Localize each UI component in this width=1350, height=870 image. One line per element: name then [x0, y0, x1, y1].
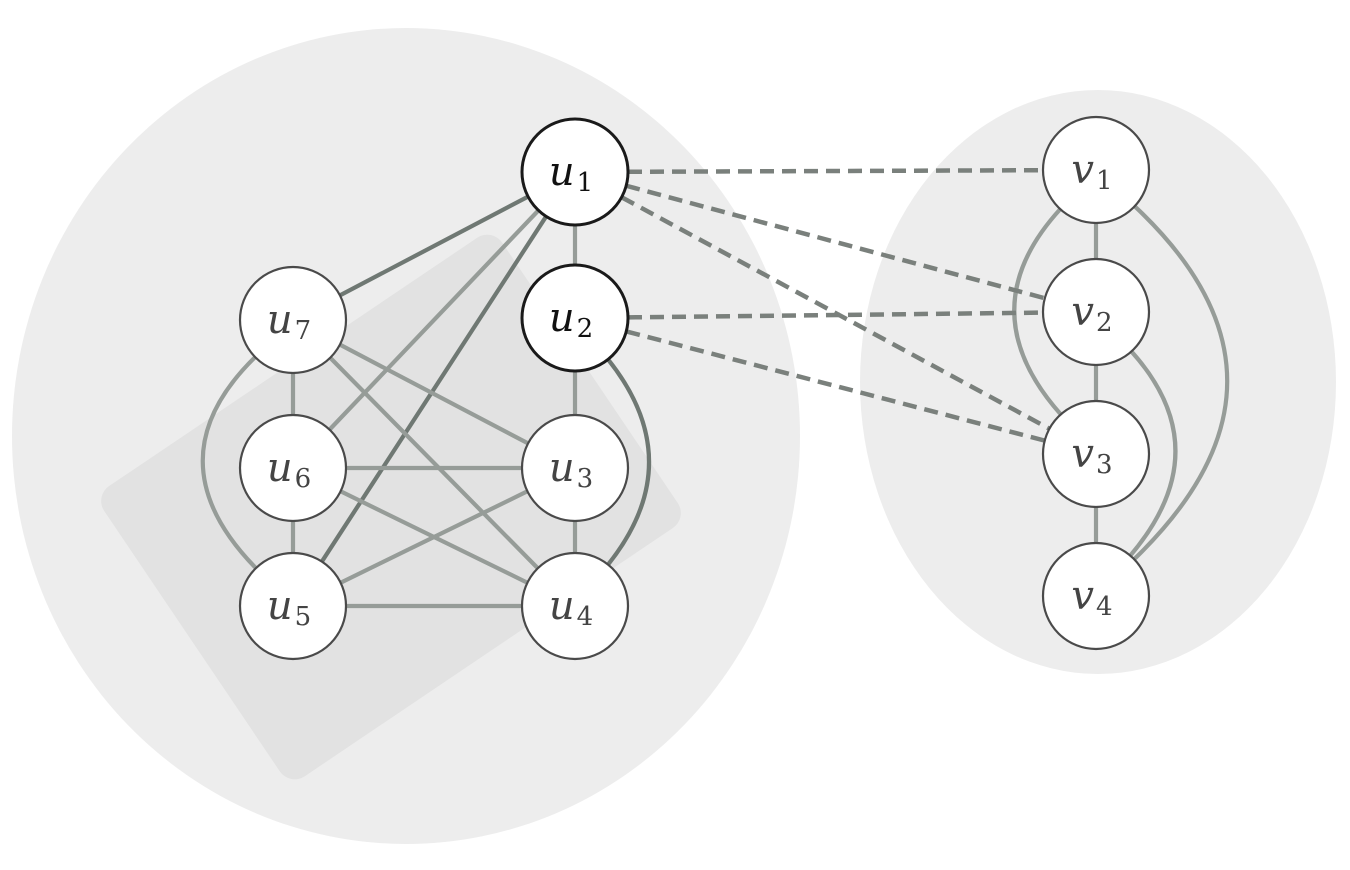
- node-label-base: u: [267, 445, 293, 491]
- node-circle-v3: [1041, 399, 1151, 509]
- node-label-u4: u4: [549, 583, 593, 632]
- node-circle-v1: [1041, 115, 1151, 225]
- edge-u7-u3: [338, 342, 530, 446]
- node-v2: v2: [1041, 257, 1151, 367]
- edge-u7-u4: [328, 356, 540, 570]
- node-circle-u3: [520, 413, 630, 523]
- edge-u1-u7: [338, 194, 530, 298]
- node-circle-u7: [238, 265, 348, 375]
- node-circle-u2: [520, 263, 630, 373]
- node-u5: u5: [238, 551, 348, 661]
- node-label-base: v: [1071, 431, 1094, 477]
- node-label-base: v: [1071, 289, 1094, 335]
- node-label-subscript: 5: [295, 602, 312, 632]
- node-label-u2: u2: [549, 295, 593, 344]
- node-label-v3: v3: [1071, 431, 1112, 480]
- node-label-u7: u7: [267, 297, 311, 346]
- node-label-v2: v2: [1071, 289, 1112, 338]
- node-circle-v2: [1041, 257, 1151, 367]
- edge-v1-v4: [1132, 204, 1230, 561]
- node-v3: v3: [1041, 399, 1151, 509]
- u-subgraph-region: [101, 234, 681, 780]
- node-label-subscript: 3: [1096, 450, 1113, 480]
- node-circle-v4: [1041, 541, 1151, 651]
- node-label-base: u: [549, 295, 575, 341]
- node-label-base: u: [267, 583, 293, 629]
- node-circle-u1: [520, 117, 630, 227]
- node-label-base: u: [549, 445, 575, 491]
- node-v1: v1: [1041, 115, 1151, 225]
- dashed-edge-u1-v2: [625, 183, 1046, 301]
- node-u2: u2: [520, 263, 630, 373]
- node-label-base: u: [549, 149, 575, 195]
- node-label-subscript: 4: [577, 602, 594, 632]
- node-label-subscript: 1: [577, 168, 594, 198]
- node-label-base: u: [549, 583, 575, 629]
- node-label-subscript: 6: [295, 464, 312, 494]
- edge-u3-u5: [339, 489, 529, 585]
- node-label-subscript: 2: [1096, 308, 1113, 338]
- node-label-u6: u6: [267, 445, 311, 494]
- edge-u1-u5: [320, 215, 548, 563]
- node-circle-u6: [238, 413, 348, 523]
- node-label-u1: u1: [549, 149, 593, 198]
- dashed-edge-u1-v1: [627, 167, 1044, 175]
- edge-u7-u5: [200, 355, 258, 570]
- edge-v2-v4: [1128, 350, 1178, 557]
- node-label-u5: u5: [267, 583, 311, 632]
- node-label-subscript: 7: [295, 316, 312, 346]
- node-label-v1: v1: [1071, 147, 1112, 196]
- dashed-edge-u2-v2: [627, 310, 1044, 320]
- dashed-edges-layer: [620, 167, 1051, 443]
- node-label-subscript: 1: [1096, 166, 1113, 196]
- node-label-base: u: [267, 297, 293, 343]
- node-label-v4: v4: [1071, 573, 1112, 622]
- node-label-u3: u3: [549, 445, 593, 494]
- node-u6: u6: [238, 413, 348, 523]
- dashed-edge-u2-v3: [625, 329, 1046, 443]
- node-label-base: v: [1071, 147, 1094, 193]
- node-u1: u1: [520, 117, 630, 227]
- node-v4: v4: [1041, 541, 1151, 651]
- node-label-base: v: [1071, 573, 1094, 619]
- node-circle-u5: [238, 551, 348, 661]
- node-label-subscript: 2: [577, 314, 594, 344]
- node-circle-u4: [520, 551, 630, 661]
- node-u7: u7: [238, 265, 348, 375]
- node-label-subscript: 4: [1096, 592, 1113, 622]
- node-u3: u3: [520, 413, 630, 523]
- node-u4: u4: [520, 551, 630, 661]
- edge-u2-u4: [606, 358, 652, 566]
- node-label-subscript: 3: [577, 464, 594, 494]
